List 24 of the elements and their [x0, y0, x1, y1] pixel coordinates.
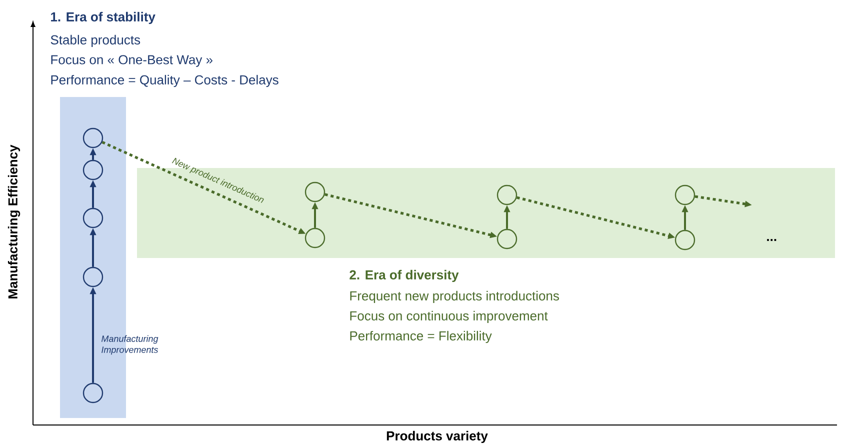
- axis-title: Manufacturing Efficiency: [8, 144, 20, 298]
- note: Performance = Quality – Costs - Delays: [51, 74, 278, 88]
- band: [137, 168, 835, 258]
- note: Focus on continuous improvement: [350, 310, 548, 324]
- circle: [496, 228, 518, 250]
- circle: [674, 184, 696, 206]
- circle: [82, 128, 104, 148]
- note: Focus on « One-Best Way »: [51, 55, 212, 67]
- edge-label: Manufacturing Improvements: [102, 335, 158, 355]
- circle: [496, 184, 518, 206]
- circle: [82, 382, 104, 404]
- circle: [82, 160, 104, 180]
- note: Stable products: [50, 34, 140, 48]
- circle: [674, 230, 696, 250]
- circle: [304, 228, 326, 248]
- circle: [304, 182, 326, 202]
- circle: [82, 266, 104, 288]
- circle: [82, 208, 104, 228]
- heading: 1. Era of stability: [51, 12, 156, 24]
- heading: 2. Era of diversity: [350, 270, 459, 282]
- note: Performance = Flexibility: [350, 330, 492, 344]
- axis-title: Products variety: [386, 430, 488, 444]
- note: Frequent new products introductions: [350, 290, 559, 304]
- ellipsis: ...: [767, 239, 776, 241]
